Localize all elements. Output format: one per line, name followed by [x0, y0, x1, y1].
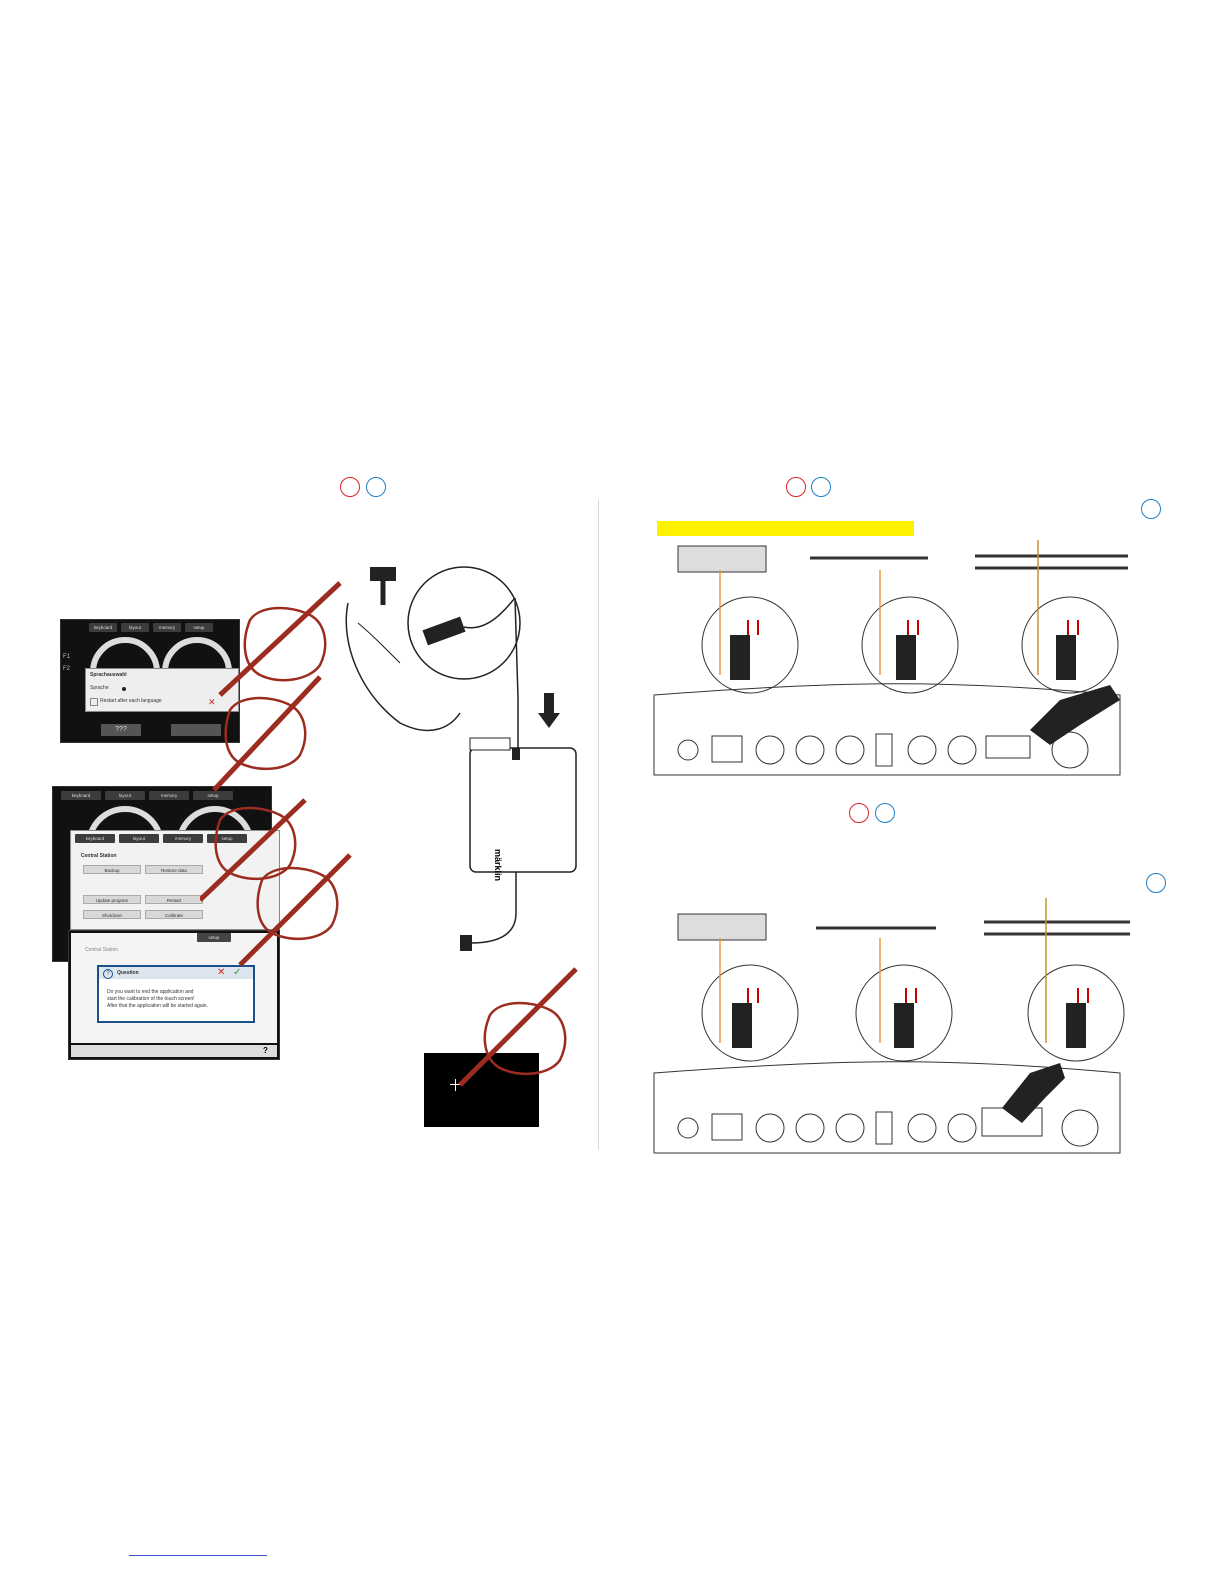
side-label-f1: F1 — [63, 654, 70, 660]
tab-keyboard[interactable]: keyboard — [61, 791, 101, 800]
badge-red-2 — [786, 477, 806, 497]
checkbox-label: Restart after each language — [100, 698, 162, 704]
radio-selected[interactable] — [122, 687, 126, 691]
tab-layout[interactable]: layout — [121, 623, 149, 632]
help-icon[interactable]: ? — [263, 1045, 268, 1057]
side-label-f2: F2 — [63, 666, 70, 672]
badge-blue-5 — [1146, 873, 1166, 893]
badge-blue-4 — [875, 803, 895, 823]
badge-blue-1 — [366, 477, 386, 497]
dialog-row-label: Sprache — [90, 685, 109, 691]
badge-blue-2 — [811, 477, 831, 497]
dialog-line-1: Do you want to end the application and — [107, 989, 193, 995]
restart-checkbox[interactable] — [90, 698, 98, 706]
tab-memory[interactable]: memory — [149, 791, 189, 800]
inner-tab-memory[interactable]: memory — [163, 834, 203, 843]
footer-link[interactable] — [129, 1555, 267, 1556]
page-divider — [598, 500, 599, 1150]
shutdown-button[interactable]: Shutdown — [83, 910, 141, 919]
dialog-title: Question — [117, 970, 139, 976]
plug-icon — [460, 935, 472, 951]
tab-memory[interactable]: memory — [153, 623, 181, 632]
restart-button[interactable]: Restart — [145, 895, 203, 904]
badge-red-3 — [849, 803, 869, 823]
arrow-down-icon — [538, 693, 560, 728]
hand-pointing-icon — [1002, 1063, 1065, 1123]
track-connection-diagram-1 — [650, 540, 1130, 785]
section-title: Central Station — [81, 853, 117, 859]
tab-keyboard[interactable]: keyboard — [89, 623, 117, 632]
tab-layout[interactable]: layout — [105, 791, 145, 800]
backup-button[interactable]: Backup — [83, 865, 141, 874]
usb-connection-diagram — [340, 563, 590, 963]
value-field[interactable]: ??? — [101, 724, 141, 736]
badge-blue-3 — [1141, 499, 1161, 519]
dialog-line-2: start the calibration of the touch scree… — [107, 996, 195, 1002]
calibrate-button[interactable]: Calibrate — [145, 910, 203, 919]
inner-tab-keyboard[interactable]: keyboard — [75, 834, 115, 843]
badge-red-1 — [340, 477, 360, 497]
hand-pen-icon — [440, 965, 580, 1095]
track-connection-diagram-2 — [650, 898, 1130, 1158]
question-icon: ? — [103, 969, 113, 979]
section-title: Central Station — [85, 947, 118, 953]
dialog-line-3: After that the application will be start… — [107, 1003, 208, 1009]
brand-logo: märklin — [493, 849, 503, 881]
update-button[interactable]: Update program — [83, 895, 141, 904]
dialog-title: Sprachauswahl — [90, 672, 127, 678]
inner-tab-layout[interactable]: layout — [119, 834, 159, 843]
hand-pointing-icon — [1030, 685, 1120, 745]
hand-pen-icon — [200, 575, 360, 1035]
highlight-bar — [657, 521, 914, 536]
restore-button[interactable]: Restore data — [145, 865, 203, 874]
